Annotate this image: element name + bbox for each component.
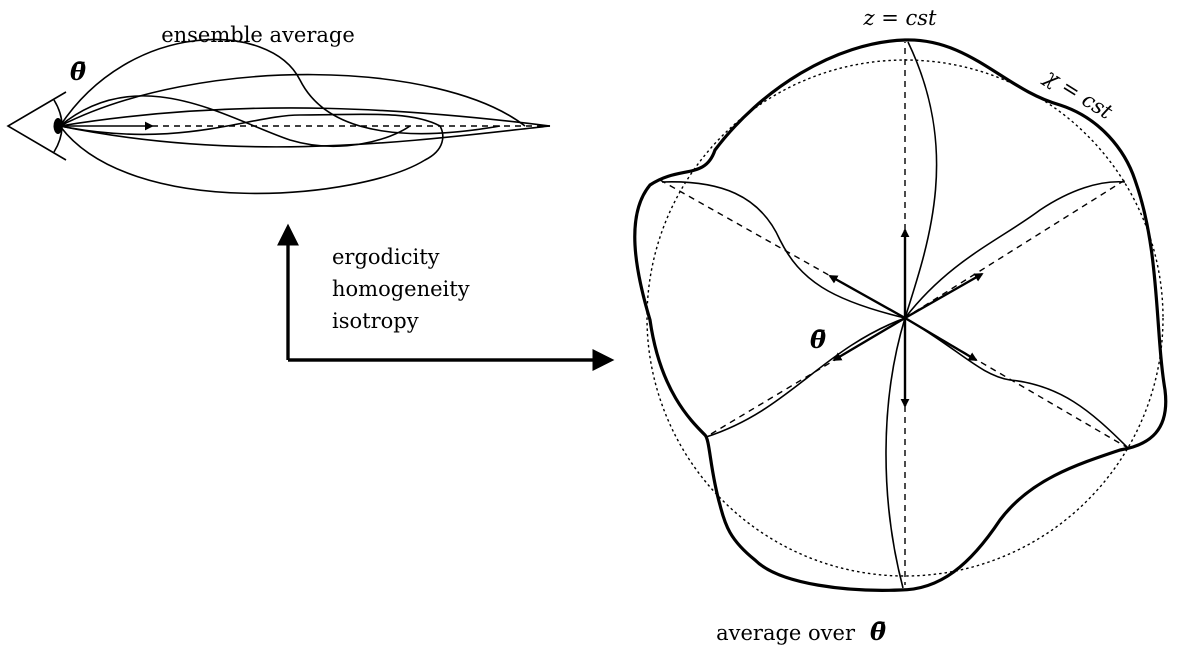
eye-icon [6, 91, 67, 161]
constant-distance-circle [646, 59, 1164, 577]
ensemble-average-panel: ensemble average θ̄ [6, 23, 551, 195]
ray-curve [59, 113, 441, 136]
assumptions-transition: ergodicity homogeneity isotropy [277, 223, 615, 371]
z-cst-label: z = cst [863, 6, 938, 30]
ray-curve [59, 95, 411, 147]
radial-ray-curves [661, 41, 1129, 589]
ray-curve [904, 317, 1129, 449]
direction-arrow [828, 274, 906, 320]
radial-dashed-lines [659, 42, 1129, 585]
ray-curve [59, 38, 501, 135]
direction-arrow [904, 316, 978, 362]
constant-redshift-surface [633, 38, 1168, 592]
direction-arrow [832, 316, 906, 362]
ray-curve [705, 317, 906, 438]
light-ray-bundle [59, 38, 551, 195]
ray-curve [904, 180, 1126, 319]
assumption-homogeneity: homogeneity [332, 277, 470, 301]
ray-curve [661, 181, 906, 319]
ensemble-average-title: ensemble average [161, 23, 355, 47]
observer-theta-label: θ̄ [70, 57, 86, 86]
assumption-isotropy: isotropy [332, 309, 419, 333]
ray-curve [885, 317, 906, 589]
radial-line [904, 179, 1126, 319]
average-over-caption: average over [716, 621, 856, 645]
assumption-ergodicity: ergodicity [332, 245, 440, 269]
ray-curve [59, 73, 526, 127]
ray-curve [59, 107, 551, 127]
direction-average-panel: z = cst χ = cst [633, 6, 1168, 646]
caption-theta-symbol: θ̄ [870, 617, 886, 646]
ray-curve [904, 41, 938, 319]
direction-arrow [904, 272, 984, 320]
direction-arrows [828, 228, 984, 408]
ray-curve [59, 125, 444, 195]
center-theta-label: θ̄ [810, 325, 826, 354]
chi-cst-label: χ = cst [1039, 63, 1117, 124]
